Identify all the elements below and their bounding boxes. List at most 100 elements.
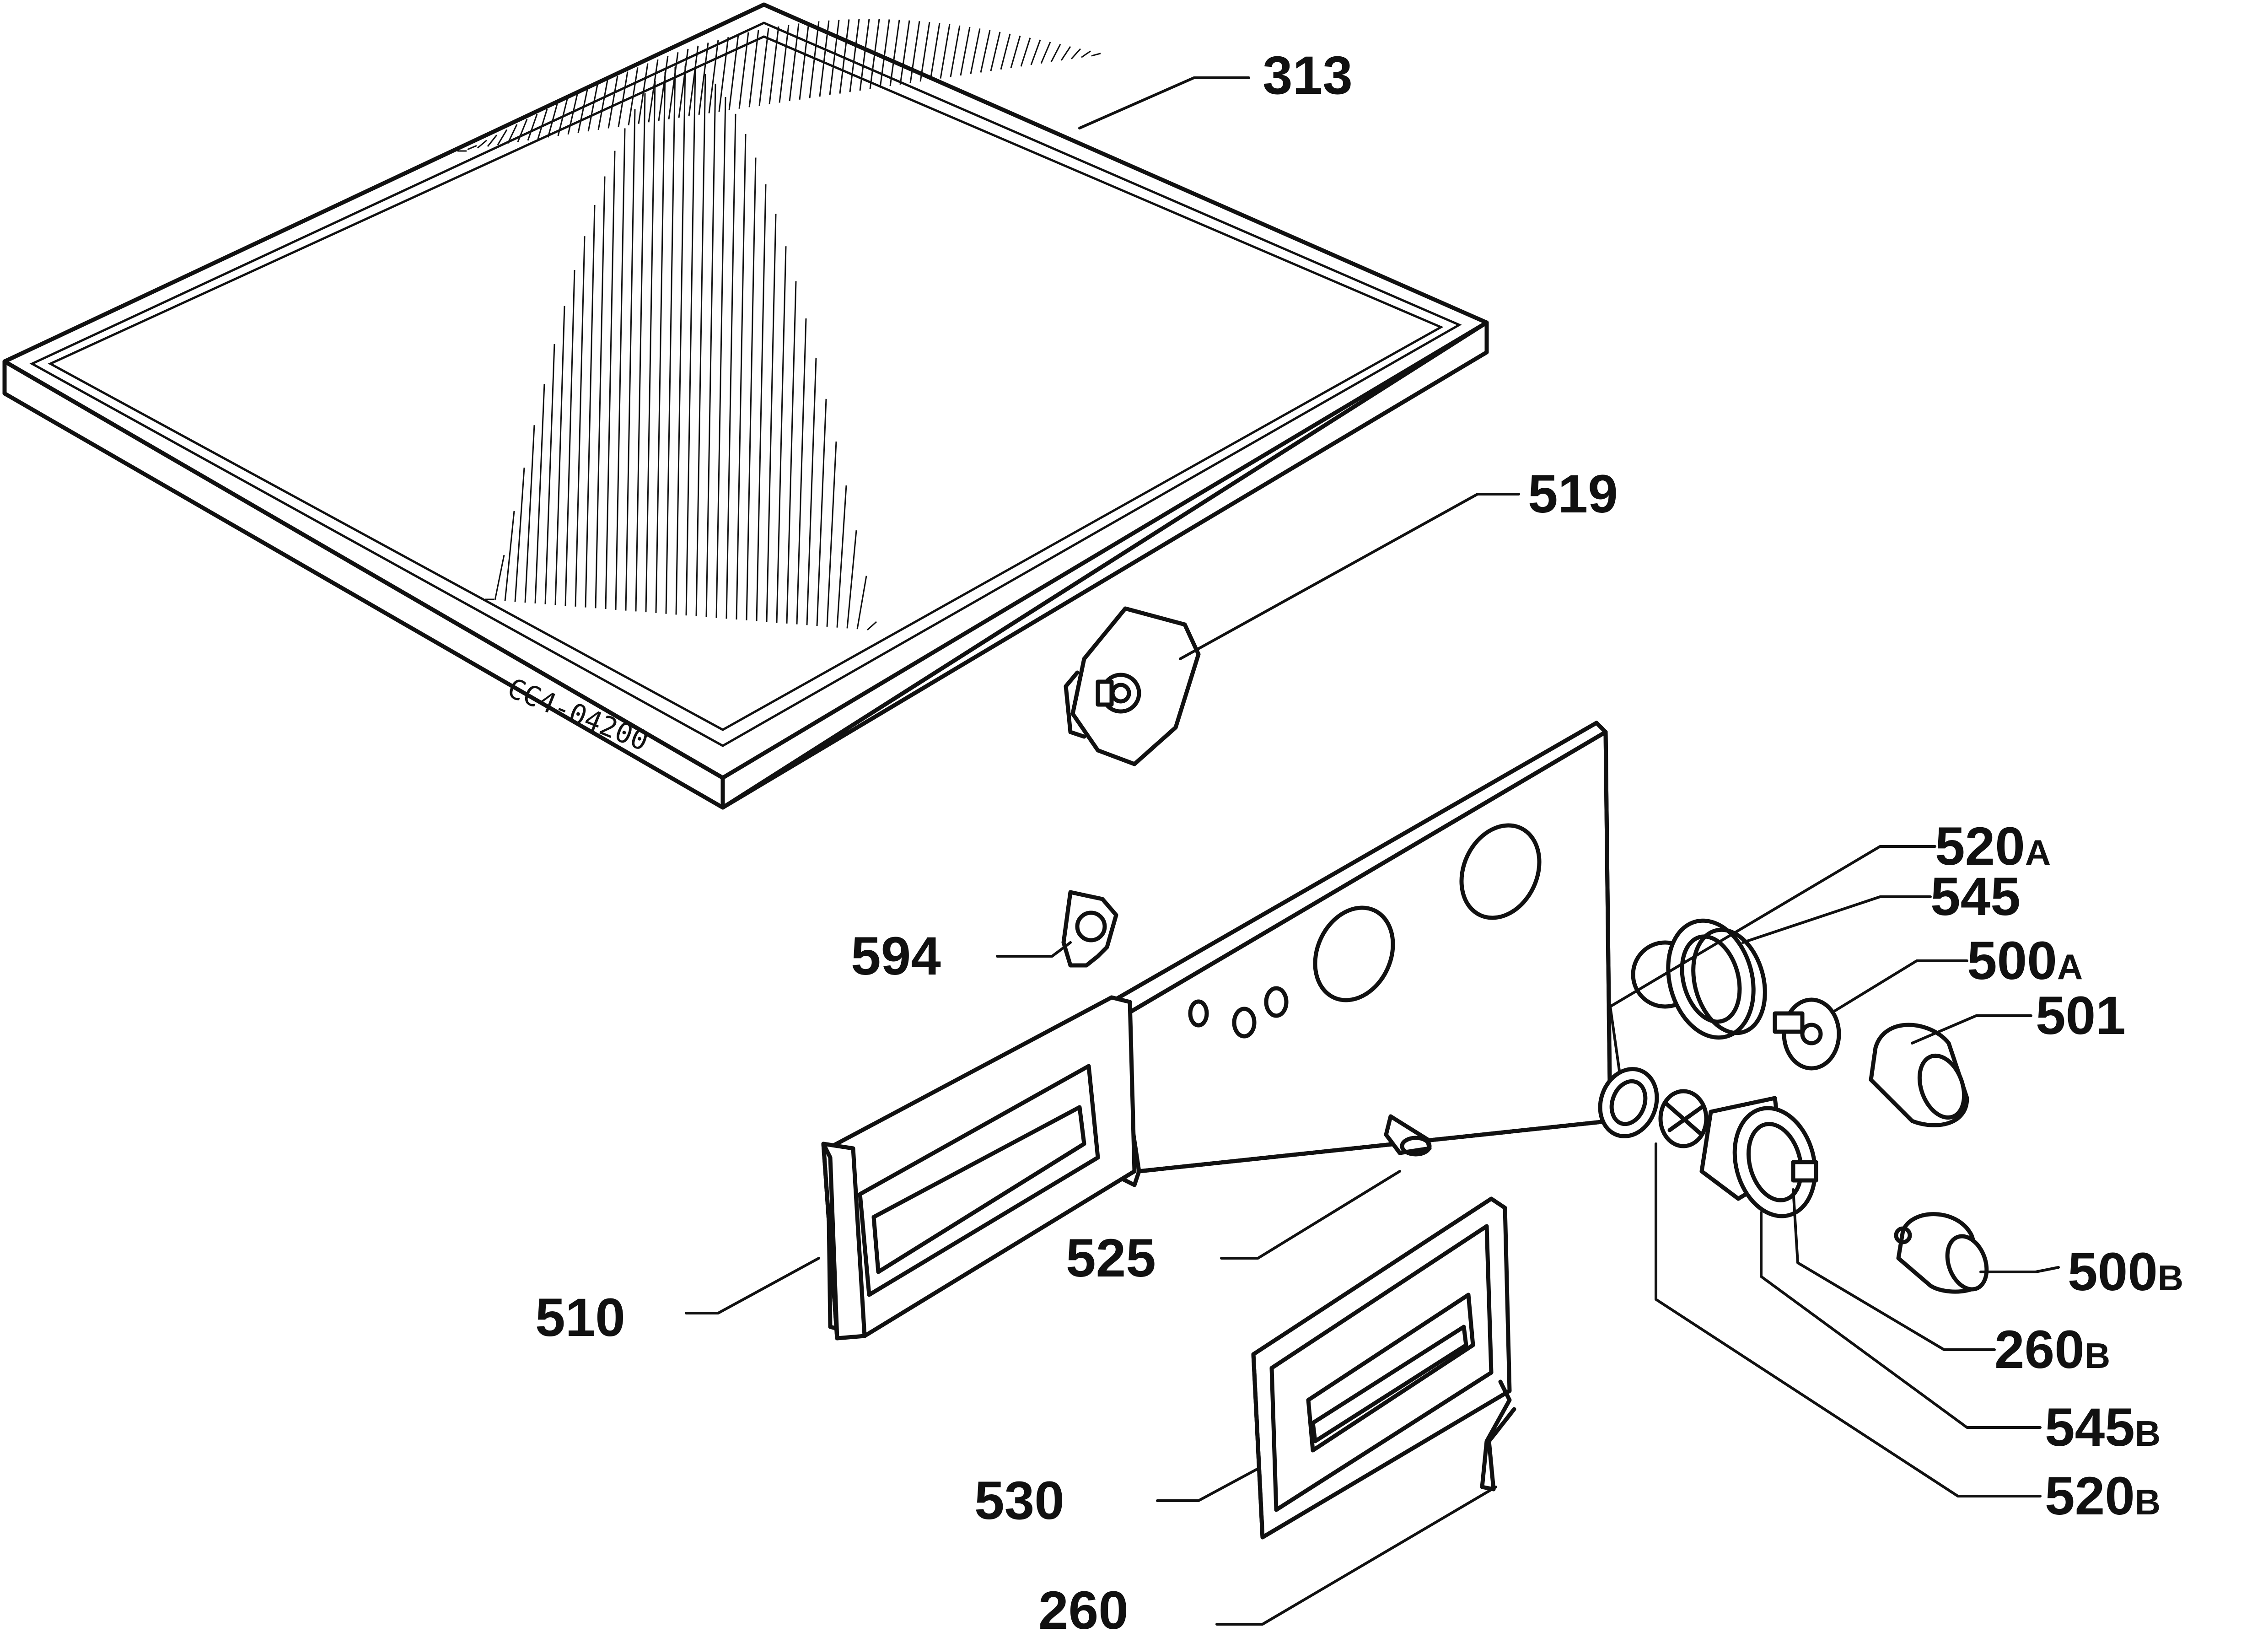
hatch-line xyxy=(625,109,636,611)
hatch-line xyxy=(688,45,699,117)
spring-clip-260 xyxy=(1480,1379,1516,1492)
hatch-line xyxy=(1020,38,1031,67)
hatch-line xyxy=(585,205,596,608)
hatch-line xyxy=(658,55,669,121)
hatch-line xyxy=(575,236,586,607)
hatch-line xyxy=(708,39,719,113)
hatch-line xyxy=(695,74,706,616)
hatch-line xyxy=(779,25,790,103)
hatch-line xyxy=(746,157,757,620)
hatch-line xyxy=(889,20,900,86)
hatch-line xyxy=(467,145,477,151)
hatch-line xyxy=(786,281,797,624)
hatch-line xyxy=(544,344,555,604)
hatch-line xyxy=(990,32,1001,71)
hatch-line xyxy=(1040,42,1051,64)
hatch-line xyxy=(849,19,860,92)
hatch-line xyxy=(756,184,767,621)
hatch-line xyxy=(1081,50,1091,58)
hatch-line xyxy=(547,103,558,138)
callout-labels: 313 519 594 510 525 530 260 520A 545 500… xyxy=(535,45,2183,1632)
hatch-line xyxy=(487,135,498,147)
hatch-line xyxy=(567,94,578,135)
callout-510: 510 xyxy=(535,1287,625,1348)
hatch-line xyxy=(930,23,941,81)
hatch-line xyxy=(587,85,598,132)
hatch-line xyxy=(1060,46,1071,61)
hatch-line xyxy=(738,32,749,109)
hatch-line xyxy=(1030,39,1041,65)
spindle-520b xyxy=(1658,1089,1709,1148)
hatch-line xyxy=(577,89,588,133)
hatch-line xyxy=(809,21,820,98)
knob-501 xyxy=(1869,1023,1969,1127)
worktop-panel: CC4-04200 xyxy=(2,2,1489,810)
hatch-line xyxy=(879,19,890,88)
hatch-line xyxy=(769,26,779,104)
callout-260: 260 xyxy=(1038,1580,1129,1632)
hatch-line xyxy=(618,71,629,127)
leader-lines xyxy=(685,76,2060,1626)
callout-545: 545 xyxy=(1930,867,2021,927)
bracket-519 xyxy=(1064,606,1201,766)
callout-500a: 500A xyxy=(1967,931,2083,991)
hatch-line xyxy=(839,19,850,94)
hatch-line xyxy=(789,23,800,102)
hatch-line xyxy=(766,214,777,622)
hatch-line xyxy=(869,19,880,89)
hatch-line xyxy=(859,19,870,91)
ring-260b xyxy=(1732,1106,1818,1218)
hatch-line xyxy=(534,383,545,603)
hatch-line xyxy=(1091,53,1101,57)
hatch-line xyxy=(960,27,971,76)
hatch-line xyxy=(638,63,649,124)
latch-594 xyxy=(1061,890,1118,968)
knob-500b xyxy=(1894,1212,1989,1294)
hatch-line xyxy=(665,67,676,614)
hatch-line xyxy=(776,246,787,623)
callout-520a: 520A xyxy=(1935,816,2051,877)
control-panel-facia xyxy=(826,721,1612,1338)
clip-ring-b xyxy=(1598,1067,1659,1138)
callout-501: 501 xyxy=(2036,986,2126,1046)
hatch-line xyxy=(1070,48,1081,59)
hatch-line xyxy=(1000,33,1011,70)
hatch-line xyxy=(950,25,961,77)
hatch-line xyxy=(605,151,616,609)
hatch-line xyxy=(1050,44,1061,62)
hatch-line xyxy=(645,81,656,613)
hatch-line xyxy=(726,113,736,619)
hatch-line xyxy=(675,65,686,615)
worktop-glare-hatching-lower xyxy=(485,65,877,630)
hatch-line xyxy=(517,119,528,142)
worktop-glare-hatching xyxy=(457,19,1101,152)
hatch-line xyxy=(866,621,877,630)
hatch-line xyxy=(1010,35,1021,68)
hatch-line xyxy=(718,37,729,112)
hatch-line xyxy=(527,113,538,141)
hatch-line xyxy=(819,20,830,97)
hatch-line xyxy=(796,318,807,625)
hatch-line xyxy=(685,68,696,616)
hatch-line xyxy=(799,22,810,100)
spindle-500a xyxy=(1773,997,1841,1071)
hatch-line xyxy=(728,34,739,111)
hatch-line xyxy=(806,357,817,625)
hatch-line xyxy=(836,485,847,628)
hatch-line xyxy=(497,129,508,145)
callout-594: 594 xyxy=(851,926,941,986)
hatch-line xyxy=(826,441,837,627)
hatch-line xyxy=(504,511,515,601)
hatch-line xyxy=(748,30,759,108)
hatch-line xyxy=(524,425,535,603)
hatch-line xyxy=(698,43,709,115)
pin-525 xyxy=(1384,1114,1432,1157)
hatch-line xyxy=(668,52,679,119)
hatch-line xyxy=(635,93,646,612)
hatch-line xyxy=(829,20,840,96)
hatch-line xyxy=(514,467,525,602)
hatch-line xyxy=(564,269,575,606)
hatch-line xyxy=(655,72,666,613)
hatch-line xyxy=(537,108,548,140)
